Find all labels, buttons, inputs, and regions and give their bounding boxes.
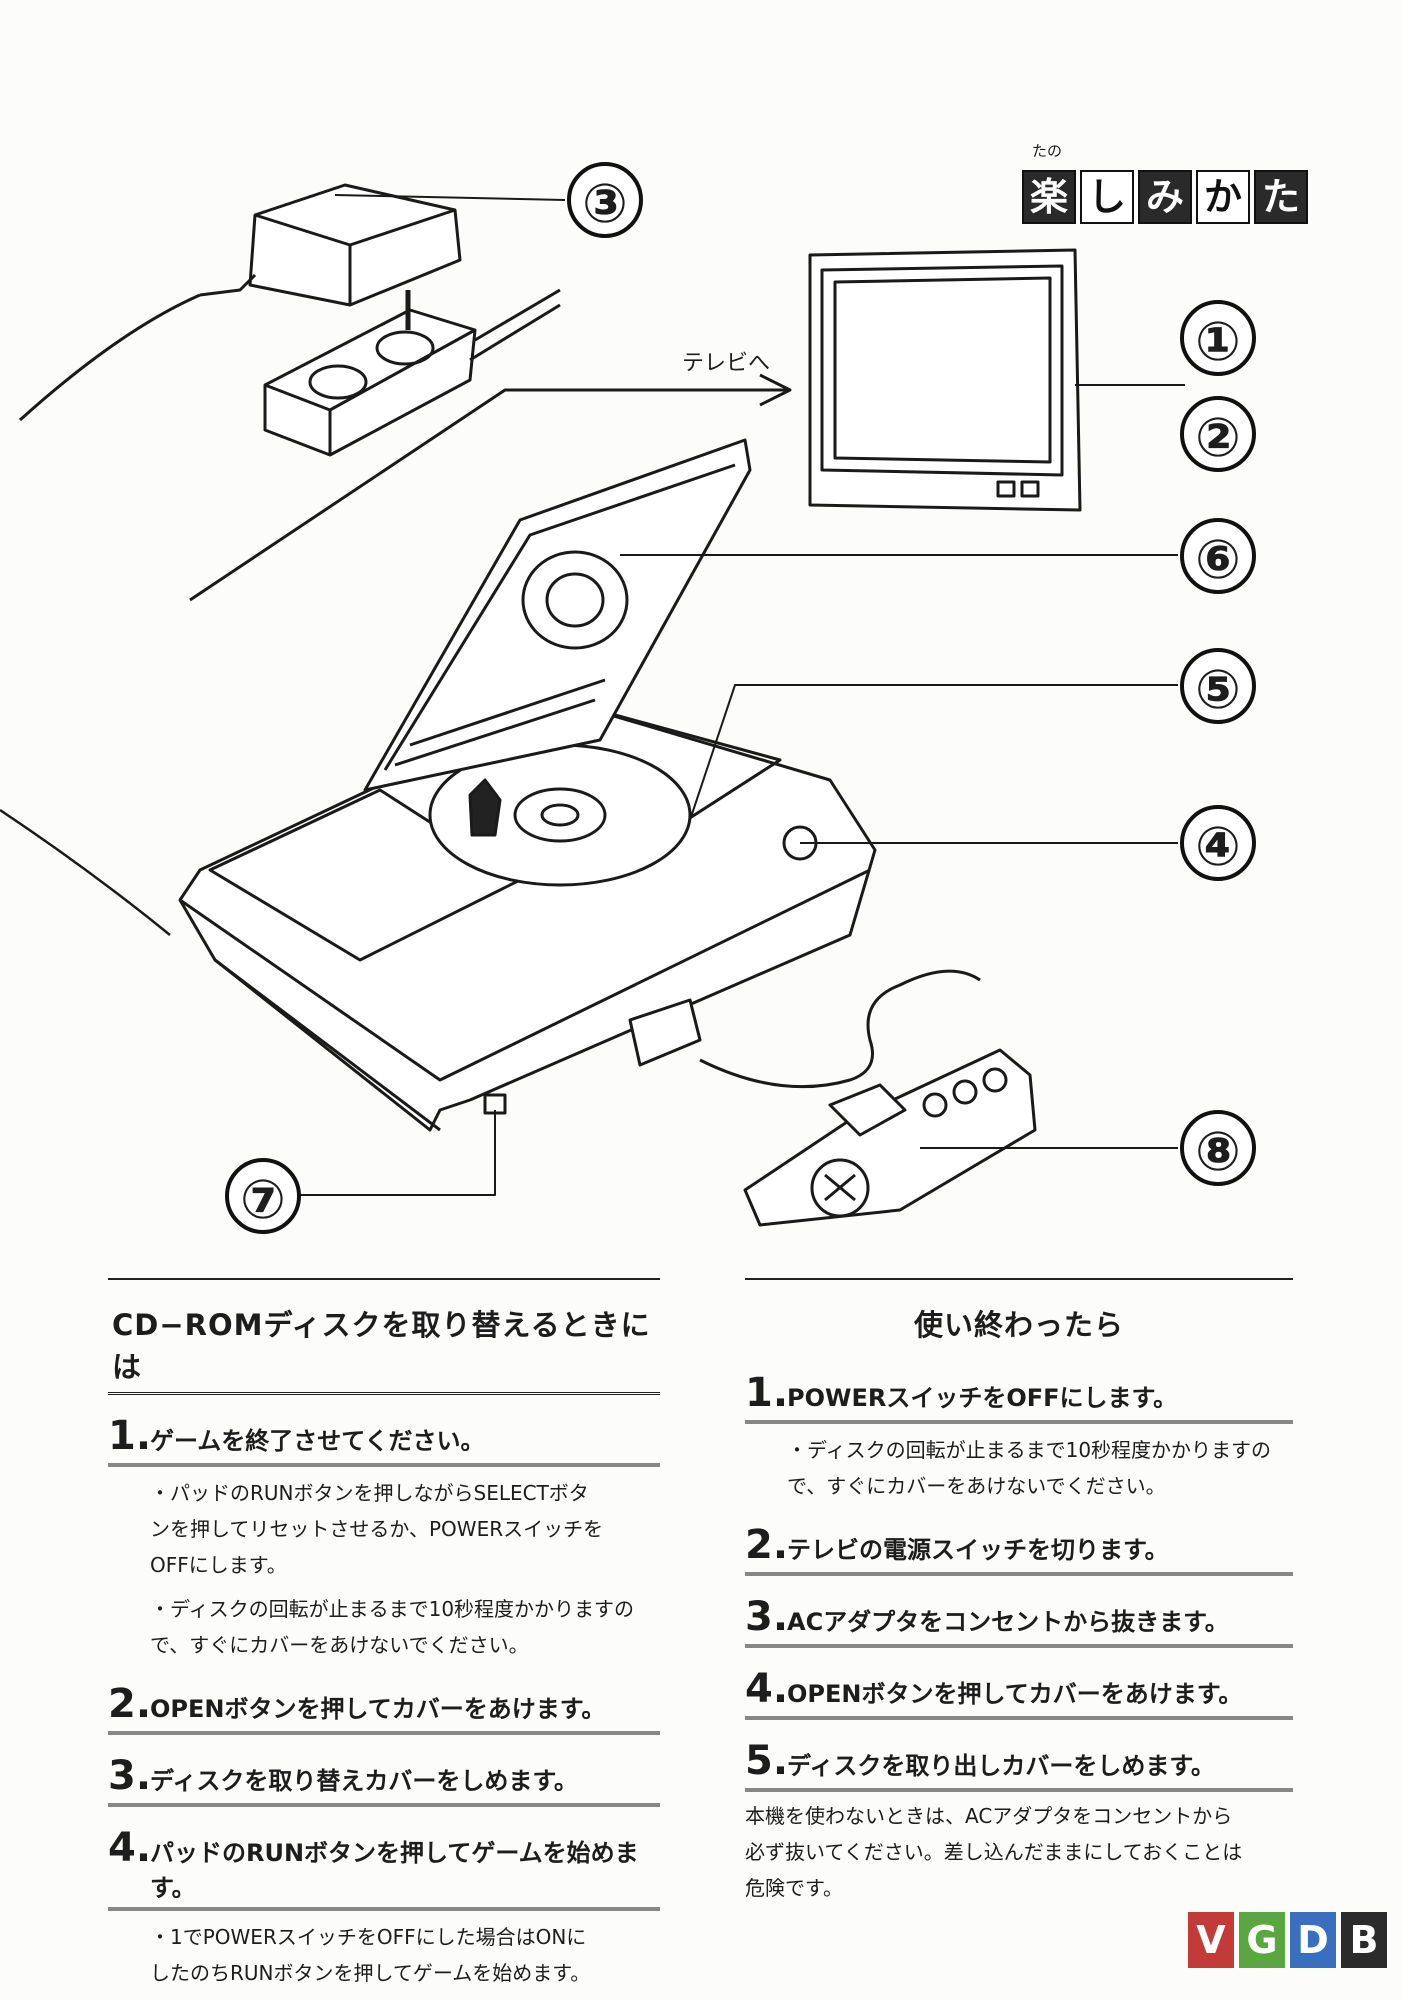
controller-drawing [628, 969, 1037, 1227]
note-line: で、すぐにカバーをあけないでください。 [787, 1474, 1166, 1498]
note-line: ・ディスクの回転が止まるまで10秒程度かかりますの [150, 1597, 635, 1621]
callout-6: ⑥ [1180, 518, 1256, 594]
callout-2: ② [1180, 396, 1256, 472]
step: 4. OPENボタンを押してカバーをあけます。 [745, 1666, 1293, 1720]
step-number: 1. [745, 1370, 789, 1416]
callout-8: ⑧ [1180, 1110, 1256, 1186]
vgdb-watermark-logo: V G D B [1188, 1912, 1387, 1968]
title-char: た [1254, 170, 1308, 224]
callout-1: ① [1180, 300, 1256, 376]
step-number: 2. [745, 1522, 789, 1568]
step: 2. OPENボタンを押してカバーをあけます。 [108, 1681, 660, 1735]
tv-label: テレビへ [682, 351, 771, 376]
callout-5: ⑤ [1180, 648, 1256, 724]
watermark-letter: B [1341, 1912, 1387, 1968]
step-text: テレビの電源スイッチを切ります。 [787, 1536, 1169, 1564]
step-text: ゲームを終了させてください。 [150, 1427, 485, 1455]
step-text: POWERスイッチをOFFにします。 [787, 1384, 1178, 1412]
note-line: ・1でPOWERスイッチをOFFにした場合はONに [150, 1925, 587, 1949]
note-line: で、すぐにカバーをあけないでください。 [150, 1633, 529, 1657]
note-line: したのちRUNボタンを押してゲームを始めます。 [150, 1961, 591, 1985]
safety-note: 本機を使わないときは、ACアダプタをコンセントから 必ず抜いてください。差し込ん… [745, 1798, 1293, 1906]
step-number: 4. [108, 1825, 152, 1871]
step: 4. パッドのRUNボタンを押してゲームを始めます。 [108, 1825, 660, 1911]
step-note: ・ディスクの回転が止まるまで10秒程度かかりますの で、すぐにカバーをあけないで… [150, 1591, 660, 1663]
step: 1. ゲームを終了させてください。 [108, 1413, 660, 1467]
section-heading: CD−ROMディスクを取り替えるときには [108, 1280, 660, 1395]
step-text: OPENボタンを押してカバーをあけます。 [787, 1680, 1243, 1708]
note-line: ・パッドのRUNボタンを押しながらSELECTボタ [150, 1481, 589, 1505]
note-line: ンを押してリセットさせるか、POWERスイッチを [150, 1517, 604, 1541]
step: 5. ディスクを取り出しカバーをしめます。 [745, 1738, 1293, 1792]
step-text: OPENボタンを押してカバーをあけます。 [150, 1695, 606, 1723]
console-setup-illustration [0, 183, 1185, 1227]
step-text: ディスクを取り出しカバーをしめます。 [787, 1752, 1215, 1780]
disc-change-section: CD−ROMディスクを取り替えるときには 1. ゲームを終了させてください。 ・… [108, 1278, 660, 1991]
console-lid-drawing [363, 438, 752, 792]
step-text: ディスクを取り替えカバーをしめます。 [150, 1767, 578, 1795]
note-line: OFFにします。 [150, 1553, 287, 1577]
note-line: 必ず抜いてください。差し込んだままにしておくことは [745, 1840, 1243, 1864]
tv-drawing [808, 248, 1082, 512]
step-note: ・ディスクの回転が止まるまで10秒程度かかりますの で、すぐにカバーをあけないで… [787, 1432, 1293, 1504]
step-number: 4. [745, 1666, 789, 1712]
step-number: 1. [108, 1413, 152, 1459]
step-number: 5. [745, 1738, 789, 1784]
step: 3. ACアダプタをコンセントから抜きます。 [745, 1594, 1293, 1648]
step-note: ・1でPOWERスイッチをOFFにした場合はONに したのちRUNボタンを押して… [150, 1919, 660, 1991]
note-line: ・ディスクの回転が止まるまで10秒程度かかりますの [787, 1438, 1272, 1462]
step-number: 3. [108, 1753, 152, 1799]
step-note: ・パッドのRUNボタンを押しながらSELECTボタ ンを押してリセットさせるか、… [150, 1475, 660, 1583]
title-char: し [1080, 170, 1134, 224]
section-heading: 使い終わったら [913, 1308, 1124, 1342]
step-text: ACアダプタをコンセントから抜きます。 [787, 1608, 1229, 1636]
title-char: み [1138, 170, 1192, 224]
note-line: 危険です。 [745, 1876, 843, 1900]
callout-4: ④ [1180, 805, 1256, 881]
step: 2. テレビの電源スイッチを切ります。 [745, 1522, 1293, 1576]
leader-lines [300, 194, 1185, 1196]
callout-3: ③ [567, 162, 643, 238]
power-strip-drawing [263, 288, 561, 457]
watermark-letter: G [1239, 1912, 1285, 1968]
page-title-badge: たの 楽 し み か た [1022, 142, 1308, 224]
step: 3. ディスクを取り替えカバーをしめます。 [108, 1753, 660, 1807]
step-number: 3. [745, 1594, 789, 1640]
step-number: 2. [108, 1681, 152, 1727]
title-char: か [1196, 170, 1250, 224]
console-drawing [178, 698, 877, 1132]
step-text: パッドのRUNボタンを押してゲームを始めます。 [150, 1839, 639, 1902]
after-use-section: 使い終わったら 1. POWERスイッチをOFFにします。 ・ディスクの回転が止… [745, 1278, 1293, 1906]
watermark-letter: V [1188, 1912, 1234, 1968]
step: 1. POWERスイッチをOFFにします。 [745, 1370, 1293, 1424]
callout-7: ⑦ [225, 1158, 301, 1234]
note-line: 本機を使わないときは、ACアダプタをコンセントから [745, 1804, 1233, 1828]
title-char: 楽 [1022, 170, 1076, 224]
title-ruby: たの [1032, 142, 1063, 160]
ac-adapter-drawing [18, 183, 462, 422]
watermark-letter: D [1290, 1912, 1336, 1968]
